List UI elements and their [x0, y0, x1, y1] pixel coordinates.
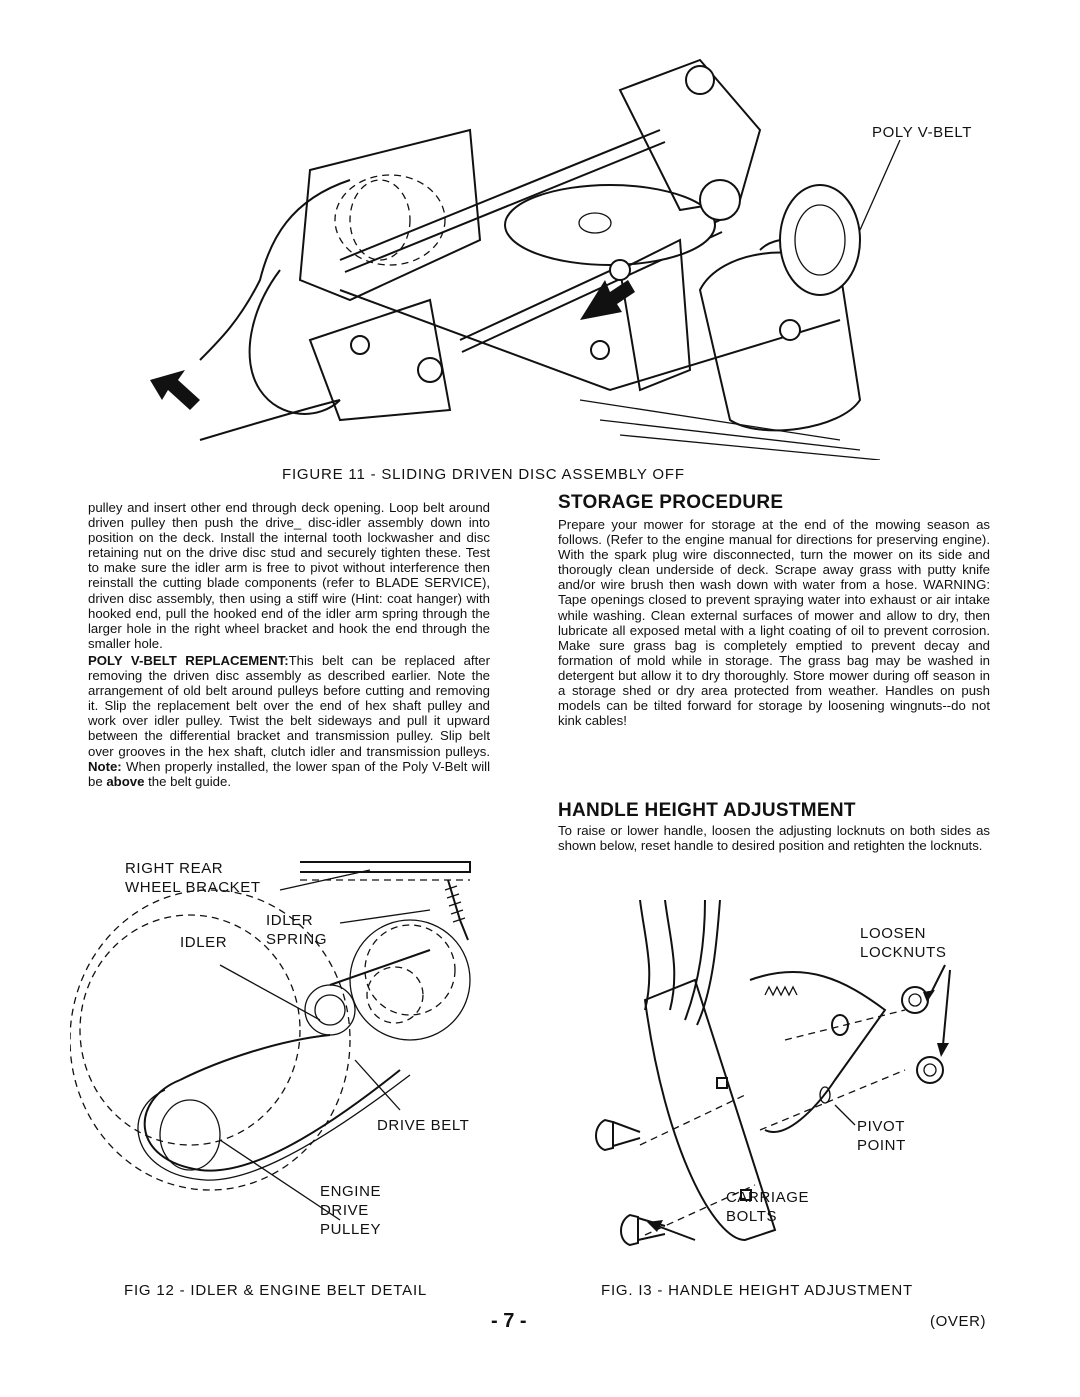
figure-12-label-drive-belt: DRIVE BELT [377, 1117, 470, 1134]
figure-12-caption: FIG 12 - IDLER & ENGINE BELT DETAIL [124, 1282, 428, 1299]
figure-12-label-right-rear: RIGHT REAR [125, 860, 224, 877]
note-body: When properly installed, the lower span … [88, 758, 490, 789]
left-para-1: pulley and insert other end through deck… [88, 500, 490, 651]
figure-13-label-pivot: PIVOT [857, 1118, 906, 1135]
note-label: Note: [88, 758, 122, 774]
figure-12-label-spring: SPRING [266, 931, 328, 948]
over-label: (OVER) [930, 1313, 987, 1330]
figure-13-label-carriage: CARRIAGE [726, 1189, 810, 1206]
figure-12-label-idler-top: IDLER [266, 912, 314, 929]
figure-11-callout-poly-vbelt: POLY V-BELT [872, 124, 972, 141]
figure-11-caption: FIGURE 11 - SLIDING DRIVEN DISC ASSEMBLY… [282, 466, 685, 483]
storage-procedure-heading: STORAGE PROCEDURE [558, 492, 784, 513]
figure-13-label-locknuts: LOCKNUTS [860, 944, 947, 961]
figure-12-label-engine: ENGINE [320, 1183, 382, 1200]
figure-12-label-pulley: PULLEY [320, 1221, 382, 1238]
poly-vbelt-replacement-heading: POLY V-BELT REPLACEMENT: [88, 652, 289, 668]
left-column-text: pulley and insert other end through deck… [88, 500, 490, 789]
figure-13-label-bolts: BOLTS [726, 1208, 778, 1225]
figure-12-label-wheel-bracket: WHEEL BRACKET [125, 879, 261, 896]
note-end: the belt guide. [144, 773, 231, 789]
figure-13-label-point: POINT [857, 1137, 906, 1154]
figure-13-caption: FIG. I3 - HANDLE HEIGHT ADJUSTMENT [601, 1282, 913, 1299]
figure-13-illustration [595, 900, 951, 1247]
figure-12-illustration [70, 861, 471, 1221]
figure-12-label-idler: IDLER [180, 934, 228, 951]
figure-11-illustration [150, 58, 901, 460]
page-number: - 7 - [491, 1310, 527, 1332]
storage-procedure-body: Prepare your mower for storage at the en… [558, 517, 990, 729]
poly-vbelt-replacement-body: This belt can be replaced after removing… [88, 652, 490, 759]
figure-13-label-loosen: LOOSEN [860, 925, 927, 942]
figure-12-label-drive: DRIVE [320, 1202, 369, 1219]
note-above: above [106, 773, 145, 789]
left-para-2: POLY V-BELT REPLACEMENT:This belt can be… [88, 653, 490, 789]
handle-height-body: To raise or lower handle, loosen the adj… [558, 823, 990, 854]
handle-height-heading: HANDLE HEIGHT ADJUSTMENT [558, 800, 856, 821]
